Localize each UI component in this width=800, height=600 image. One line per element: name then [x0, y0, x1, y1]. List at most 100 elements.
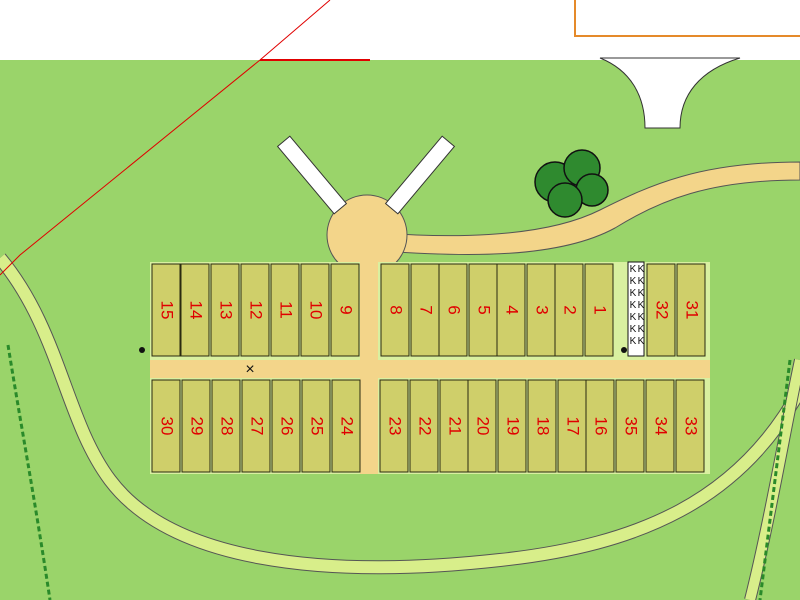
plot-12[interactable]	[240, 263, 270, 357]
plot-33[interactable]	[675, 379, 705, 473]
plot-number-27: 27	[248, 417, 267, 436]
plot-31[interactable]	[676, 263, 706, 357]
boundary-orange	[574, 0, 800, 37]
plot-number-29: 29	[188, 417, 207, 436]
plot-21[interactable]	[439, 379, 469, 473]
plot-number-14: 14	[187, 301, 206, 320]
plot-number-3: 3	[533, 305, 552, 314]
kerb-marker: K	[638, 300, 645, 311]
plot-28[interactable]	[211, 379, 241, 473]
plot-14[interactable]	[180, 263, 210, 357]
plot-35[interactable]	[615, 379, 645, 473]
plot-number-6: 6	[445, 305, 464, 314]
plot-8[interactable]	[380, 263, 410, 357]
diagonal-arm-right	[384, 135, 456, 215]
plot-number-23: 23	[386, 417, 405, 436]
plot-5[interactable]	[468, 263, 498, 357]
kerb-marker: K	[630, 264, 637, 275]
plot-number-33: 33	[682, 417, 701, 436]
kerb-marker: K	[638, 264, 645, 275]
kerb-marker: K	[638, 276, 645, 287]
plot-number-4: 4	[503, 305, 522, 314]
hedge-line-right	[758, 359, 792, 600]
survey-dot-left	[139, 347, 145, 353]
plot-24[interactable]	[331, 379, 361, 473]
plot-number-21: 21	[446, 417, 465, 436]
plot-number-24: 24	[338, 417, 357, 436]
kerb-marker: K	[638, 336, 645, 347]
plot-number-17: 17	[564, 417, 583, 436]
plot-10[interactable]	[300, 263, 330, 357]
plot-29[interactable]	[181, 379, 211, 473]
plot-1[interactable]	[584, 263, 614, 357]
plot-16[interactable]	[585, 379, 615, 473]
road-notch	[599, 57, 741, 129]
kerb-marker: K	[630, 276, 637, 287]
plot-23[interactable]	[379, 379, 409, 473]
walkway-horizontal	[150, 360, 710, 378]
plot-15[interactable]	[151, 263, 181, 357]
plot-number-22: 22	[416, 417, 435, 436]
plot-34[interactable]	[645, 379, 675, 473]
curved-path-left-fill	[0, 254, 800, 574]
kerb-strip	[627, 261, 645, 357]
plot-17[interactable]	[557, 379, 587, 473]
plot-number-16: 16	[592, 417, 611, 436]
kerb-marker: K	[630, 288, 637, 299]
kerb-marker: K	[638, 324, 645, 335]
kerb-marker: K	[630, 300, 637, 311]
access-path	[369, 161, 800, 255]
kerb-marker: K	[630, 324, 637, 335]
plot-18[interactable]	[527, 379, 557, 473]
plot-number-19: 19	[504, 417, 523, 436]
plot-number-10: 10	[307, 301, 326, 320]
plot-22[interactable]	[409, 379, 439, 473]
plot-19[interactable]	[497, 379, 527, 473]
plot-number-32: 32	[653, 301, 672, 320]
plot-number-11: 11	[277, 301, 296, 319]
kerb-marker: K	[630, 312, 637, 323]
plot-27[interactable]	[241, 379, 271, 473]
plot-20[interactable]	[467, 379, 497, 473]
plot-26[interactable]	[271, 379, 301, 473]
plot-7[interactable]	[410, 263, 440, 357]
plot-2[interactable]	[554, 263, 584, 357]
plot-13[interactable]	[210, 263, 240, 357]
diagonal-arm-left	[276, 135, 348, 215]
plot-number-12: 12	[247, 301, 266, 320]
survey-dot-right	[621, 347, 627, 353]
plot-4[interactable]	[496, 263, 526, 357]
plot-number-2: 2	[561, 305, 580, 314]
plot-30[interactable]	[151, 379, 181, 473]
plot-number-25: 25	[308, 417, 327, 436]
plot-number-13: 13	[217, 301, 236, 320]
survey-marker-cross: ×	[245, 361, 254, 378]
kerb-marker: K	[630, 336, 637, 347]
plot-11[interactable]	[270, 263, 300, 357]
plot-9[interactable]	[330, 263, 360, 357]
property-line	[0, 0, 331, 276]
kerb-marker: K	[638, 312, 645, 323]
plot-number-30: 30	[158, 417, 177, 436]
tree-cluster	[534, 149, 609, 218]
plot-number-26: 26	[278, 417, 297, 436]
plot-number-35: 35	[622, 417, 641, 436]
plot-32[interactable]	[646, 263, 676, 357]
plots-bottom-row: 30 29 28 27 26 25 24 23 22 21 20 19 18 17 16 35 34 33	[151, 379, 705, 473]
plot-number-1: 1	[591, 305, 610, 314]
plot-6[interactable]	[438, 263, 468, 357]
plot-number-20: 20	[474, 417, 493, 436]
plot-number-31: 31	[683, 301, 702, 320]
plot-number-9: 9	[337, 305, 356, 314]
hedge-line-left	[6, 344, 52, 600]
plot-number-18: 18	[534, 417, 553, 436]
walkway-vertical	[360, 262, 378, 474]
plot-25[interactable]	[301, 379, 331, 473]
plot-number-28: 28	[218, 417, 237, 436]
plot-number-8: 8	[387, 305, 406, 314]
plot-number-15: 15	[158, 301, 177, 320]
plot-number-34: 34	[652, 417, 671, 436]
